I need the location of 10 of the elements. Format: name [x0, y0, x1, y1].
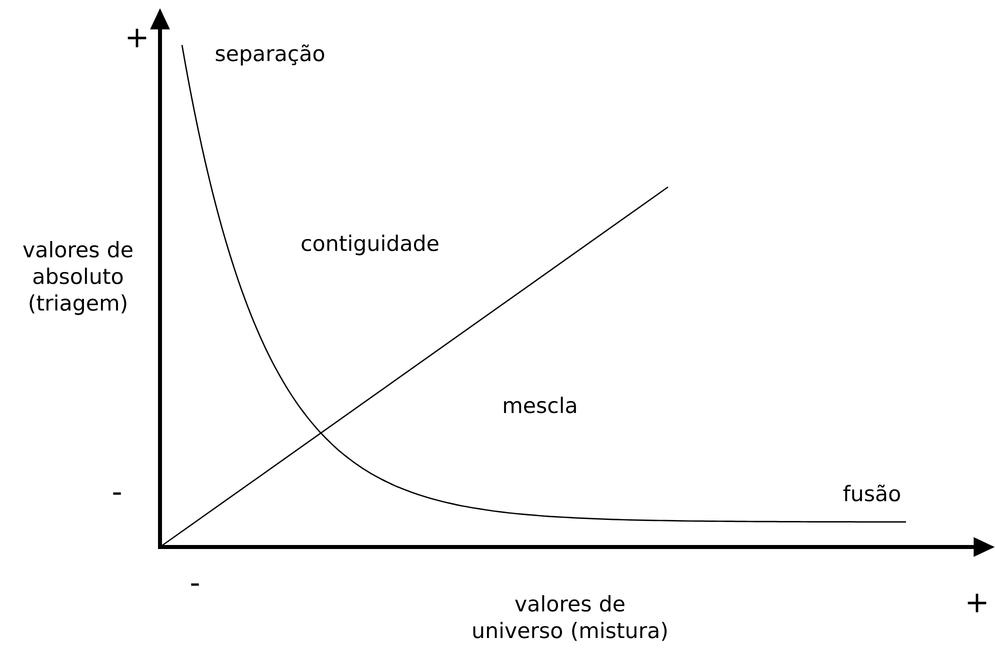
axis-label: valores de absoluto (triagem) [23, 241, 132, 315]
axis-label: valores de universo (mistura) [473, 595, 667, 641]
region-label: separação [216, 44, 324, 66]
axis-sign: - [113, 492, 121, 495]
axis-sign: + [968, 594, 986, 612]
region-label: mescla [504, 396, 576, 414]
axis-sign: - [191, 583, 199, 586]
region-label: contiguidade [302, 234, 438, 256]
axis-sign: + [128, 28, 146, 48]
region-label: fusão [843, 484, 900, 502]
